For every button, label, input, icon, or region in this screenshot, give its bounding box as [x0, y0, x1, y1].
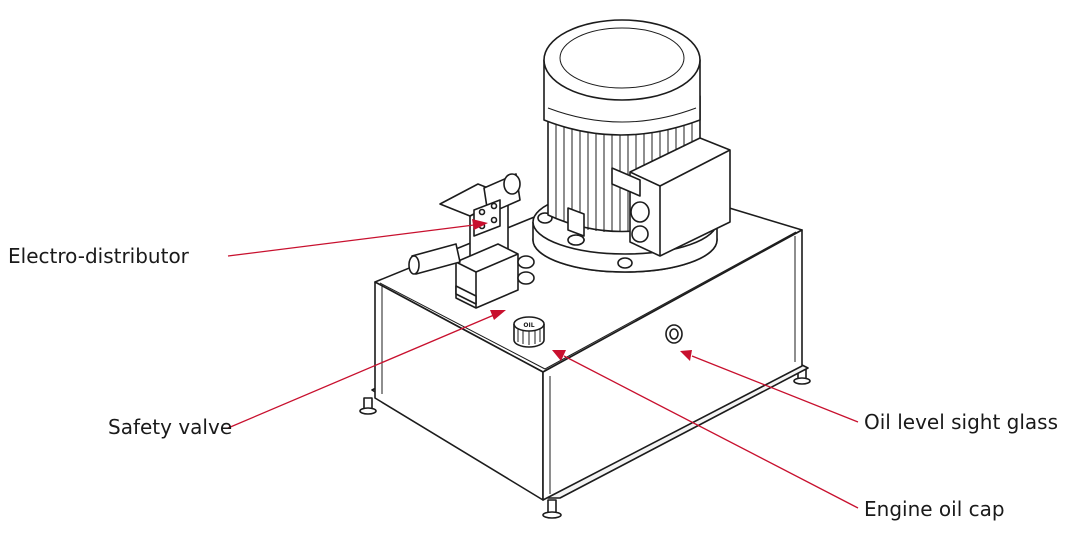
leader-oil-level-sight-glass: [680, 350, 859, 423]
leader-engine-oil-cap: [552, 350, 859, 509]
engine-oil-cap-shape: OIL: [513, 316, 545, 348]
label-oil-level-sight-glass: Oil level sight glass: [864, 410, 1059, 434]
leader-safety-valve: [227, 310, 506, 429]
label-safety-valve: Safety valve: [108, 415, 233, 439]
label-engine-oil-cap: Engine oil cap: [864, 497, 1005, 521]
oil-level-sight-glass-shape: [665, 324, 683, 344]
mounting-feet: [359, 367, 811, 519]
valve-assembly: [408, 173, 535, 309]
leader-electro-distributor: [227, 219, 488, 257]
terminal-box: [567, 137, 731, 257]
label-electro-distributor: Electro-distributor: [8, 244, 189, 268]
oil-cap-marking: OIL: [523, 322, 534, 329]
